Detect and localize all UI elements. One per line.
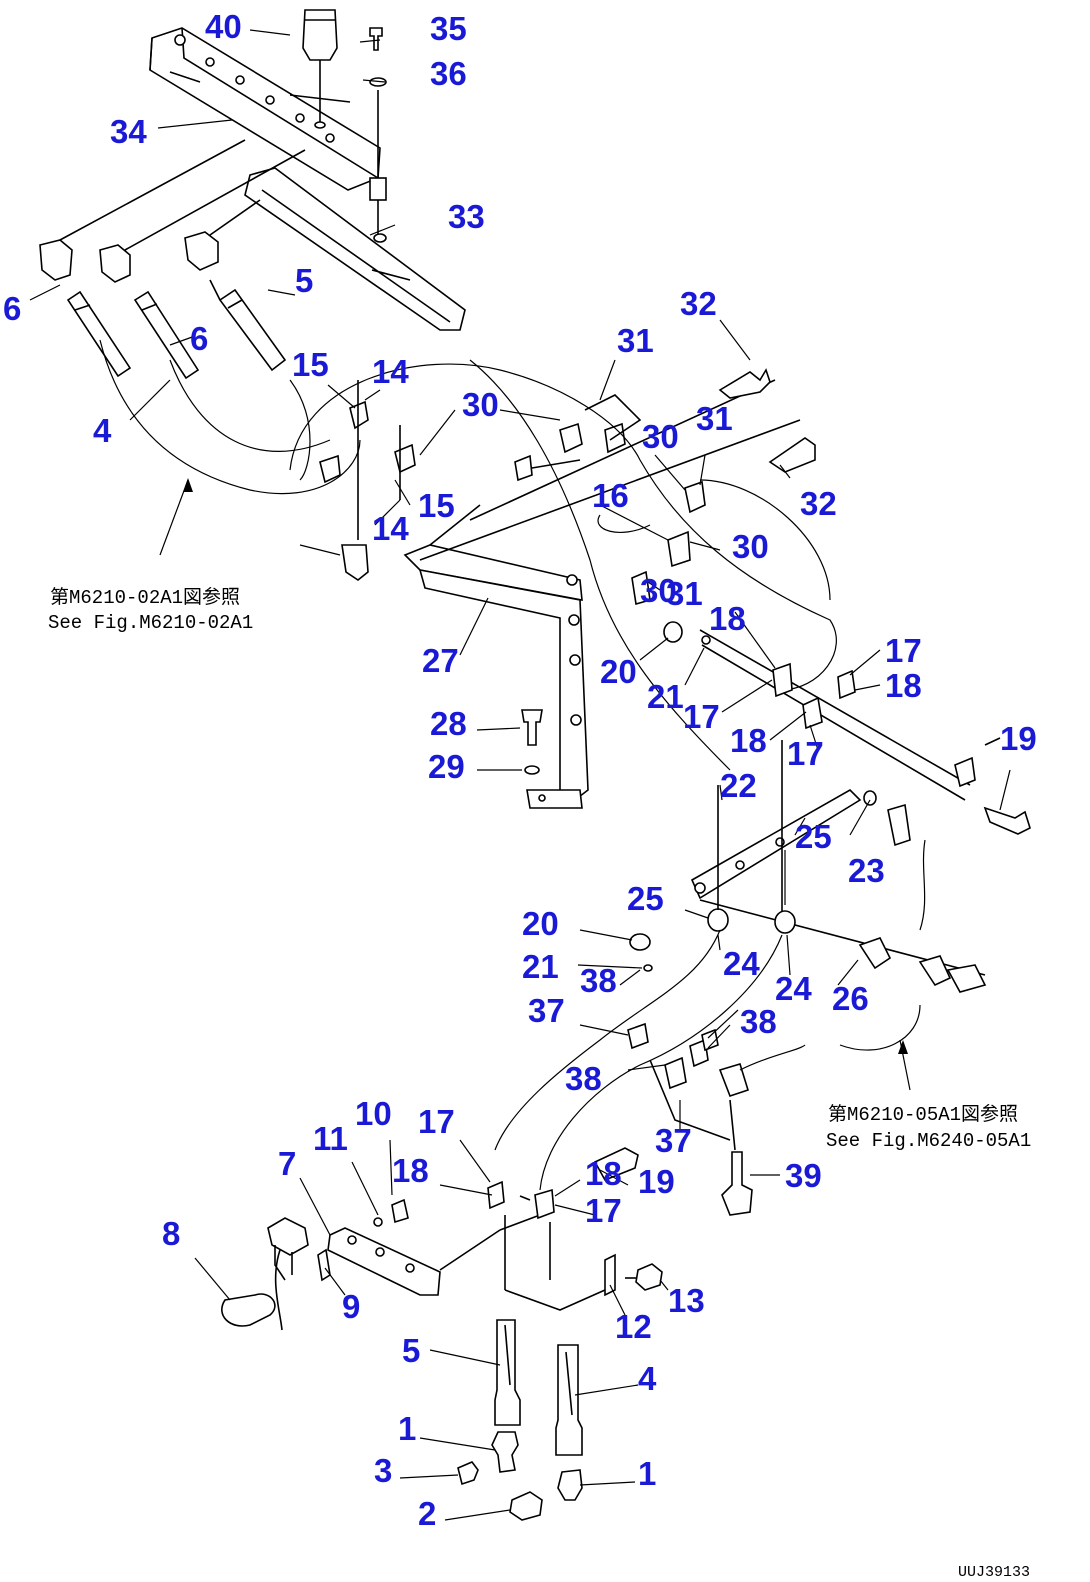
part-label-18: 18 [885,667,922,704]
part-label-36: 36 [430,55,467,92]
part-label-33: 33 [448,198,485,235]
part-label-17: 17 [683,698,720,735]
part-label-21: 21 [522,948,559,985]
reference-note-upper: 第M6210-02A1図参照 See Fig.M6210-02A1 [48,586,253,634]
drawing-code: UUJ39133 [958,1564,1030,1581]
part-label-29: 29 [428,748,465,785]
reference-note-upper-en: See Fig.M6210-02A1 [48,612,253,634]
part-label-2: 2 [418,1495,436,1532]
part-label-35: 35 [430,10,467,47]
part-label-39: 39 [785,1157,822,1194]
part-label-18: 18 [709,600,746,637]
part-label-14: 14 [372,510,409,547]
part-label-38: 38 [580,962,617,999]
part-label-28: 28 [430,705,467,742]
part-label-1: 1 [638,1455,656,1492]
part-label-21: 21 [647,678,684,715]
part-label-17: 17 [418,1103,455,1140]
bottom-bracket-assembly [221,1147,663,1521]
part-label-19: 19 [638,1163,675,1200]
reference-note-upper-jp: 第M6210-02A1図参照 [50,586,240,609]
part-label-26: 26 [832,980,869,1017]
part-label-18: 18 [730,722,767,759]
part-label-18: 18 [392,1152,429,1189]
part-label-23: 23 [848,852,885,889]
part-label-32: 32 [800,485,837,522]
part-label-1: 1 [398,1410,416,1447]
reference-note-lower: 第M6210-05A1図参照 See Fig.M6240-05A1 [826,1103,1031,1152]
part-label-24: 24 [723,945,760,982]
part-label-31: 31 [617,322,654,359]
upper-manifold-assembly [39,9,466,581]
part-label-14: 14 [372,353,409,390]
part-label-37: 37 [655,1122,692,1159]
part-label-30: 30 [642,418,679,455]
middle-bracket-assembly [289,359,1031,835]
part-label-30: 30 [462,386,499,423]
part-label-31: 31 [666,575,703,612]
part-label-19: 19 [1000,720,1037,757]
part-label-16: 16 [592,477,629,514]
leader-arrows [183,478,908,1054]
part-label-15: 15 [418,487,455,524]
leader-lines [29,29,1011,1521]
part-label-5: 5 [402,1332,420,1369]
part-label-30: 30 [640,572,677,609]
part-label-17: 17 [585,1192,622,1229]
part-label-27: 27 [422,642,459,679]
reference-note-lower-jp: 第M6210-05A1図参照 [828,1103,1018,1126]
part-label-6: 6 [190,320,208,357]
part-label-34: 34 [110,113,147,150]
part-label-37: 37 [528,992,565,1029]
part-label-31: 31 [696,400,733,437]
part-label-15: 15 [292,346,329,383]
part-label-8: 8 [162,1215,180,1252]
part-label-4: 4 [93,412,112,449]
part-label-7: 7 [278,1145,296,1182]
part-label-18: 18 [585,1155,622,1192]
part-label-9: 9 [342,1288,360,1325]
part-label-12: 12 [615,1308,652,1345]
part-label-11: 11 [313,1120,348,1157]
part-label-20: 20 [522,905,559,942]
part-label-20: 20 [600,653,637,690]
part-label-32: 32 [680,285,717,322]
part-label-22: 22 [720,767,757,804]
part-label-25: 25 [627,880,664,917]
part-label-13: 13 [668,1282,705,1319]
part-label-38: 38 [565,1060,602,1097]
part-label-10: 10 [355,1095,392,1132]
part-label-17: 17 [787,735,824,772]
part-label-24: 24 [775,970,812,1007]
part-label-5: 5 [295,262,313,299]
part-label-6: 6 [3,290,21,327]
lower-rail-assembly [494,740,987,1216]
part-label-17: 17 [885,632,922,669]
part-label-30: 30 [732,528,769,565]
part-label-40: 40 [205,8,242,45]
part-label-3: 3 [374,1452,392,1489]
part-label-4: 4 [638,1360,657,1397]
part-label-38: 38 [740,1003,777,1040]
reference-note-lower-en: See Fig.M6240-05A1 [826,1130,1031,1152]
part-label-25: 25 [795,818,832,855]
